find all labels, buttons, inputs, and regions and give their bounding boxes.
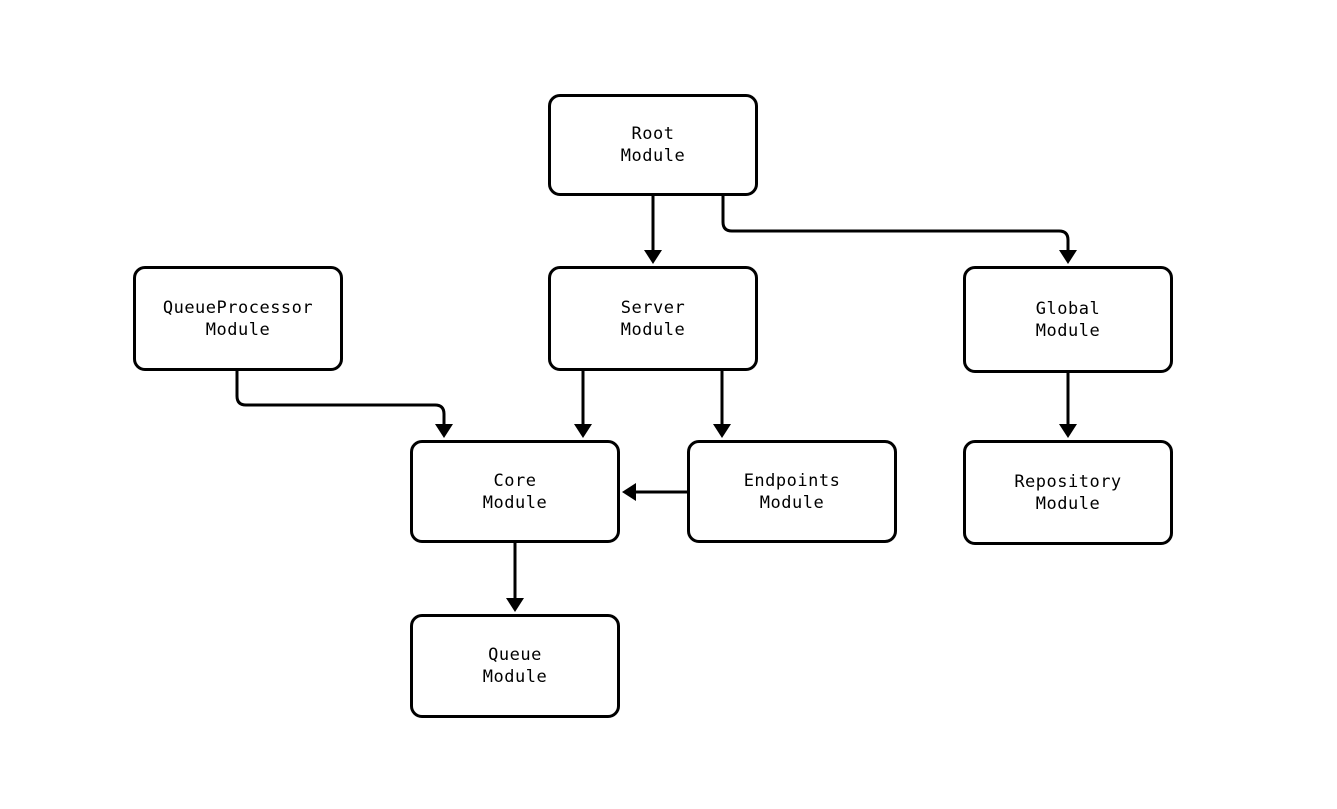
edge-root-to-global — [721, 196, 1070, 252]
node-server-module-label: Server Module — [620, 297, 686, 340]
node-queue-module[interactable]: Queue Module — [410, 614, 620, 718]
arrowhead-global-to-repository — [1059, 424, 1077, 438]
arrowhead-server-to-endpoints — [713, 424, 731, 438]
node-endpoints-module[interactable]: Endpoints Module — [687, 440, 897, 543]
node-repository-module[interactable]: Repository Module — [963, 440, 1173, 545]
arrowhead-root-to-server — [644, 250, 662, 264]
arrowhead-endpoints-to-core — [622, 483, 636, 501]
arrowhead-root-to-global — [1059, 250, 1077, 264]
node-server-module[interactable]: Server Module — [548, 266, 758, 371]
node-repository-module-label: Repository Module — [1014, 471, 1122, 514]
node-root-module[interactable]: Root Module — [548, 94, 758, 196]
node-core-module[interactable]: Core Module — [410, 440, 620, 543]
node-queueprocessor-module[interactable]: QueueProcessor Module — [133, 266, 343, 371]
node-global-module[interactable]: Global Module — [963, 266, 1173, 373]
node-root-module-label: Root Module — [620, 124, 686, 166]
arrowhead-server-to-core — [574, 424, 592, 438]
node-global-module-label: Global Module — [1035, 298, 1101, 341]
arrowhead-core-to-queue — [506, 598, 524, 612]
node-queue-module-label: Queue Module — [482, 645, 548, 687]
node-queueprocessor-module-label: QueueProcessor Module — [162, 297, 314, 340]
arrowhead-queueprocessor-to-core — [435, 424, 453, 438]
node-endpoints-module-label: Endpoints Module — [743, 470, 841, 513]
edge-queueprocessor-to-core — [235, 371, 446, 426]
node-core-module-label: Core Module — [482, 470, 548, 513]
